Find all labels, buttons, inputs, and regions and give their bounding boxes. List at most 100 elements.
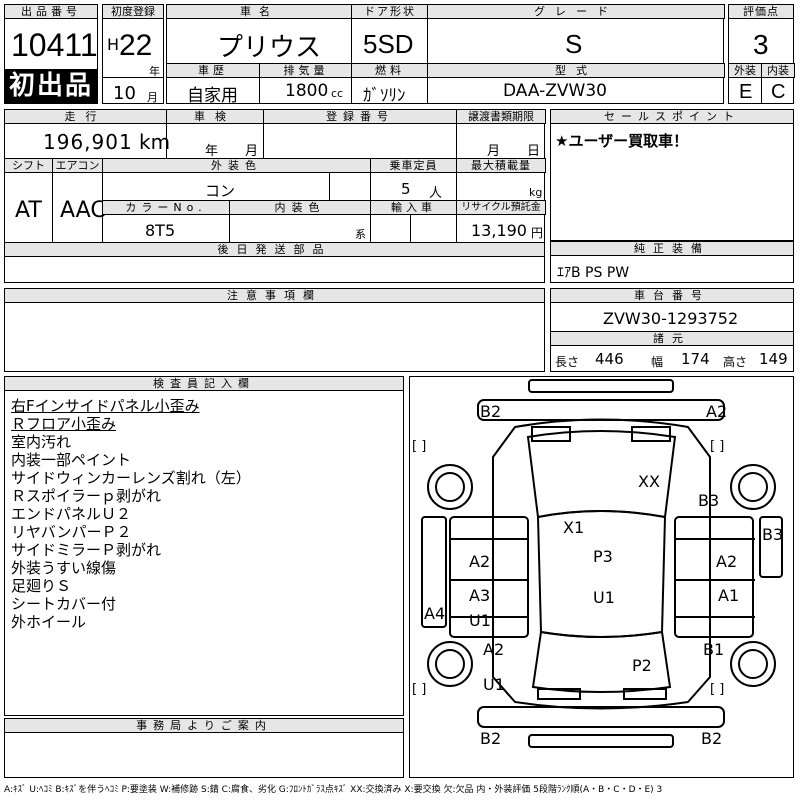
mark-b2-bottom-left: B2 [480,729,502,748]
recycle-label: リサイクル預託金 [456,200,546,215]
bracket-left-top: [ ] [412,439,427,454]
history-label: 車歴 [166,63,260,78]
dims-label: 諸元 [550,331,794,346]
office-label: 事務局よりご案内 [4,718,404,733]
int-color-label: 内装色 [229,200,371,215]
inspector-note: Ｒスポイラーｐ剥がれ [11,487,162,505]
transfer-label: 譲渡書類期限 [456,109,546,124]
recycle-unit: 円 [531,226,544,240]
int-color-unit: 系 [355,228,366,241]
mark-p3-center: P3 [593,547,613,566]
mileage-label: 走行 [4,109,167,124]
bracket-left-bottom: [ ] [412,682,427,697]
sales-point-box: セールスポイント ★ユーザー買取車！ [550,109,794,241]
bracket-right-top: [ ] [710,439,725,454]
door-label: ドア形状 [351,4,429,19]
chassis-label: 車台番号 [550,288,794,303]
width-value: 174 [681,350,710,368]
score-label: 評価点 [728,4,794,19]
capacity-label: 乗車定員 [370,158,457,173]
reg-month: 10 [113,83,136,104]
car-name-label: 車名 [166,4,352,19]
ext-label: 外装 [728,63,762,78]
inspector-note: 右Fインサイドパネル小歪み [11,397,200,415]
mark-b1-right-rear: B1 [703,640,725,659]
model-label: 型式 [427,63,725,78]
legend-text: A:ｷｽﾞ U:ﾍｺﾐ B:ｷｽﾞを伴うﾍｺﾐ P:要塗装 W:補修跡 S:錆 … [4,785,663,795]
inspector-note: 外ホイール [11,613,87,631]
sales-point-text: ★ユーザー買取車！ [555,132,689,150]
inspector-note: サイドウィンカーレンズ割れ（左） [11,469,251,487]
fuel-label: 燃料 [351,63,429,78]
lot-box: 出品番号 10411 初出品 [4,4,98,104]
genuine-label: 純正装備 [550,241,794,256]
first-listing-badge: 初出品 [5,69,97,103]
inspection-month-unit: 月 [245,144,259,159]
reg-era: H [107,35,120,54]
mark-xx-roof: XX [638,472,660,491]
recycle-value: 13,190 [471,221,527,240]
mark-u1-left-rocker: U1 [469,611,491,630]
inspector-note: Ｒフロア小歪み [11,415,117,433]
int-value: C [771,81,786,103]
mark-u1-left-bottom: U1 [483,675,505,694]
shift-label: シフト [4,158,53,173]
fuel-value: ｶﾞｿﾘﾝ [363,86,406,106]
reg-year: 22 [119,29,153,62]
mark-b3-right-edge: B3 [762,525,784,544]
mark-a1-right-rear-door: A1 [718,586,740,605]
car-info-box: 車名 ドア形状 グレード プリウス 5SD S 車歴 排気量 燃料 型式 自家用… [166,4,725,106]
mark-a2-left-rear: A2 [483,640,505,659]
score-value: 3 [753,29,769,60]
bracket-right-bottom: [ ] [710,682,725,697]
mark-a3-left-rear-door: A3 [469,586,491,605]
shift-value: AT [15,198,42,223]
chassis-value: ZVW30-1293752 [603,309,739,328]
caution-box: 注意事項欄 [4,288,545,372]
reg-month-unit: 月 [147,91,158,104]
mileage-unit: km [139,130,171,154]
inspection-label: 車検 [166,109,264,124]
mark-x1-windshield: X1 [563,518,585,537]
int-label: 内装 [761,63,795,78]
plate-label: 登録番号 [263,109,457,124]
later-parts-label: 後日発送部品 [4,242,545,257]
model-value: DAA-ZVW30 [503,81,608,101]
car-outline-svg [421,379,783,748]
displacement-value: 1800 [285,81,329,101]
transfer-day-unit: 日 [527,144,541,159]
displacement-unit: cc [331,87,344,100]
load-unit: kg [529,186,543,199]
height-label: 高さ [723,355,748,369]
ext-value: E [739,81,753,103]
grade-label: グレード [427,4,725,19]
capacity-unit: 人 [429,186,443,201]
mark-p2-trunk: P2 [632,656,652,675]
inspector-note: シートカバー付 [11,595,117,613]
inspector-label: 検査員記入欄 [4,376,404,391]
genuine-value: ｴｱB PS PW [557,265,630,281]
genuine-box: 純正装備 ｴｱB PS PW [550,241,794,283]
vehicle-details-grid: 走行 車検 登録番号 譲渡書類期限 196,901 km 年 月 月 日 シフト… [4,109,546,283]
color-value: コン [205,182,236,200]
import-label: 輸入車 [370,200,457,215]
capacity-value: 5 [401,180,411,198]
inspector-note: 足廻りＳ [11,577,72,595]
inspector-note: エンドパネルＵ２ [11,505,132,523]
color-no-value: 8T5 [145,221,176,240]
mark-b2-bottom-right: B2 [701,729,723,748]
inspector-note: リヤバンパーＰ２ [11,523,132,541]
height-value: 149 [759,350,788,368]
door-value: 5SD [363,29,414,59]
displacement-label: 排気量 [259,63,353,78]
mark-b2-top-left: B2 [480,402,502,421]
mark-a2-left-front-door: A2 [469,552,491,571]
reg-label: 初度登録 [102,4,164,19]
length-value: 446 [595,350,624,368]
mark-a4-left-edge: A4 [424,604,446,623]
mark-b3-right-front: B3 [698,491,720,510]
score-box: 評価点 3 外装 内装 E C [728,4,795,104]
car-name: プリウス [217,33,322,63]
